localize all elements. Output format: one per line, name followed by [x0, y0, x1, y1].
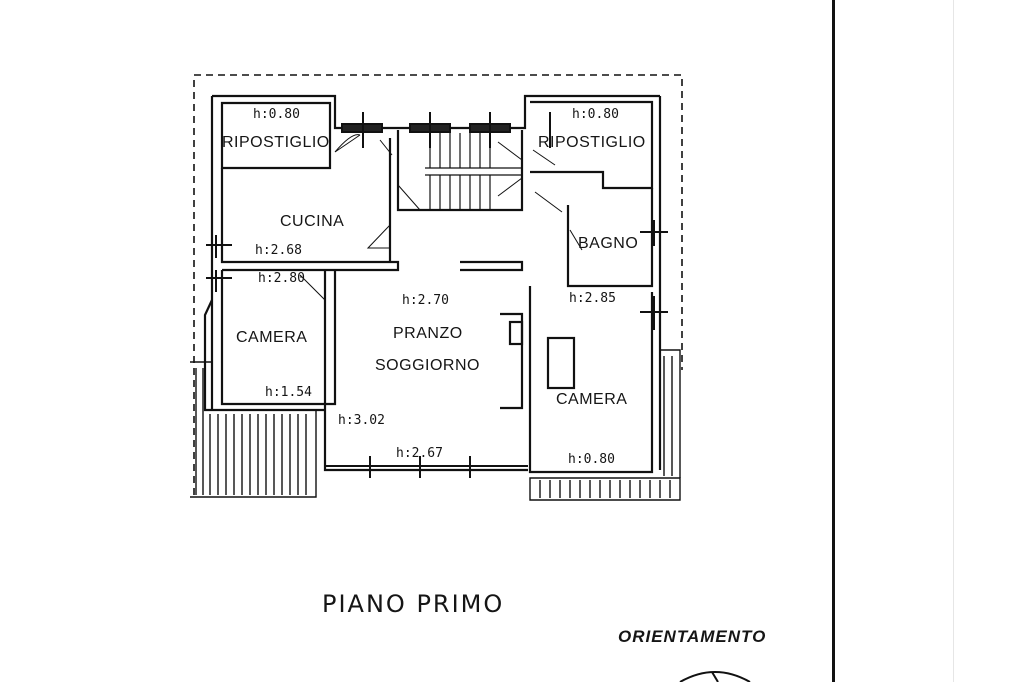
frame-line-faint: [953, 0, 954, 682]
height-cucina: h:2.68: [255, 243, 302, 258]
cucina-wall: [220, 168, 400, 272]
frame-line-right: [832, 0, 835, 682]
bagno-wall: [566, 188, 654, 288]
door-arc-5: [299, 274, 326, 302]
door-arc-7: [534, 191, 563, 213]
partition-top: [460, 260, 524, 272]
room-label-pranzo: PRANZO: [393, 325, 463, 342]
soggiorno-wall: [323, 270, 528, 472]
room-label-ripostiglio-right: RIPOSTIGLIO: [538, 134, 646, 151]
height-camera-left-top: h:2.80: [258, 271, 305, 286]
ripostiglio-right-wall: [530, 100, 654, 190]
room-label-bagno: BAGNO: [578, 235, 639, 252]
roof-outline: [193, 74, 683, 495]
door-arc-6: [532, 149, 556, 166]
room-label-ripostiglio-left: RIPOSTIGLIO: [222, 134, 330, 151]
door-arc-3: [397, 184, 421, 211]
door-arc-1: [334, 134, 361, 153]
room-label-cucina: CUCINA: [280, 213, 345, 230]
plan-title: PIANO PRIMO: [322, 590, 505, 618]
height-bagno-camera: h:2.85: [569, 291, 616, 306]
height-camera-left-bottom: h:1.54: [265, 385, 312, 400]
room-label-soggiorno: SOGGIORNO: [375, 357, 480, 374]
terrace-right-side: [660, 349, 681, 478]
partition-mid: [500, 312, 524, 410]
bed-right: [546, 336, 576, 390]
door-arc-2: [379, 139, 393, 156]
height-soggiorno-left: h:3.02: [338, 413, 385, 428]
camera-right-wall: [528, 286, 654, 474]
terrace-left: [190, 361, 317, 498]
camera-left-wall: [220, 270, 327, 406]
height-ripostiglio-right: h:0.80: [572, 107, 619, 122]
height-camera-right-bottom: h:0.80: [568, 452, 615, 467]
door-arc-9: [497, 141, 523, 197]
orientation-label: ORIENTAMENTO: [618, 627, 767, 646]
fireplace: [508, 320, 524, 346]
door-arc-4: [366, 223, 391, 249]
room-label-camera-left: CAMERA: [236, 329, 308, 346]
height-soggiorno-bottom: h:2.67: [396, 446, 443, 461]
height-ripostiglio-left: h:0.80: [253, 107, 300, 122]
terrace-right: [529, 477, 681, 501]
compass-icon: [679, 671, 751, 682]
height-pranzo: h:2.70: [402, 293, 449, 308]
room-label-camera-right: CAMERA: [556, 391, 628, 408]
ripostiglio-left-wall: [220, 101, 332, 170]
door-arc-8: [569, 229, 583, 251]
